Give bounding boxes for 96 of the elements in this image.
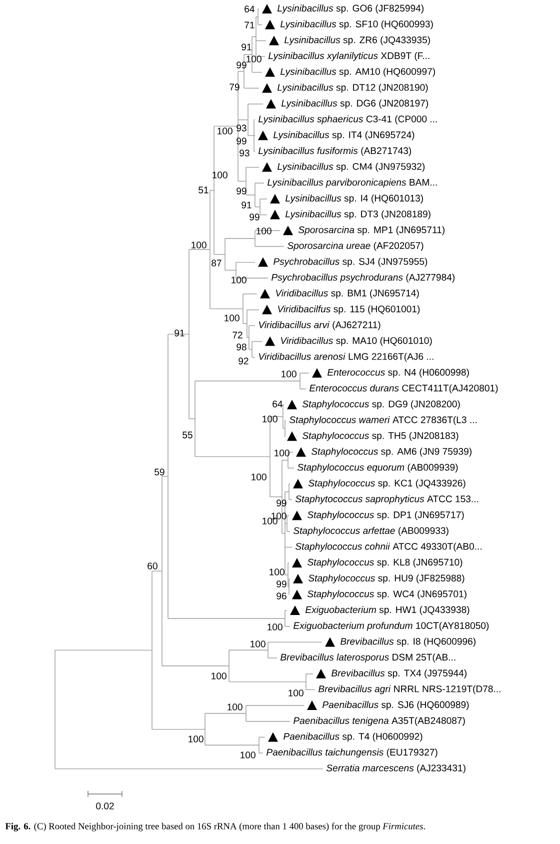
bootstrap-value: 51 xyxy=(198,186,208,194)
taxon-label: Staphylococcus arfettae (AB009933) xyxy=(293,526,448,536)
taxon-label: Paenibacillus tenigena A35T(AB248087) xyxy=(294,716,465,726)
bootstrap-value: 100 xyxy=(268,624,282,630)
taxon-label: Viridibacillus arenosi LMG 22166T(AJ6 ... xyxy=(259,352,434,362)
taxon-label: Staphytococcus saprophyticus ATCC 153... xyxy=(295,495,478,504)
taxon-label: Psychrobacillus psychrodurans (AJ277984) xyxy=(272,274,455,283)
taxon-label: Staphylococcus sp. KL8 (JN695710) xyxy=(307,558,462,568)
taxon-label: Lysinibacillus fusiformis (AB271743) xyxy=(258,147,412,156)
bootstrap-value: 96 xyxy=(276,592,286,600)
taxon-label: Lysinibacillus sp. DT12 (JN208190) xyxy=(278,84,428,93)
bootstrap-value: 59 xyxy=(154,468,164,476)
bootstrap-value: 91 xyxy=(174,330,184,336)
taxon-label: Lysinibacillus sp. AM10 (HQ600997) xyxy=(280,68,435,77)
bootstrap-value: 93 xyxy=(236,124,246,132)
bootstrap-value: 100 xyxy=(228,704,242,710)
taxon-label: Lysinibacillus sp. DT3 (JN208189) xyxy=(286,210,430,220)
taxon-label: Paenibacillus sp. T4 (H0600992) xyxy=(284,732,422,742)
taxon-label: Viridibacillus sp. BM1 (JN695714) xyxy=(276,289,419,298)
bootstrap-value: 100 xyxy=(272,512,286,520)
taxon-label: Lysinibacillus sp. IT4 (JN695724) xyxy=(274,131,414,140)
bootstrap-value: 100 xyxy=(288,690,304,696)
bootstrap-value: 100 xyxy=(262,518,278,524)
taxon-label: Staphylococcus sp. DG9 (JN208200) xyxy=(302,400,460,410)
taxon-label: Staphylococcus sp. TH5 (JN208183) xyxy=(302,432,458,441)
taxon-label: Staphylococcus sp. WC4 (JN695701) xyxy=(307,590,466,600)
bootstrap-value: 100 xyxy=(262,416,278,422)
taxon-label: Staphylococcus sp. HU9 (JF825988) xyxy=(308,574,464,584)
taxon-label: Lysinibacillus sp. I4 (HQ601013) xyxy=(286,194,423,204)
bootstrap-value: 99 xyxy=(250,214,260,220)
bootstrap-value: 100 xyxy=(246,56,262,62)
taxon-label: Staphylococcus equorum (AB009939) xyxy=(297,464,458,473)
bootstrap-value: 100 xyxy=(192,242,206,248)
taxon-label: Psychrobacillus sp. SJ4 (JN975955) xyxy=(274,258,428,267)
bootstrap-value: 91 xyxy=(242,44,252,50)
bootstrap-value: 99 xyxy=(236,62,246,68)
bootstrap-value: 72 xyxy=(232,332,242,338)
scale-label: 0.02 xyxy=(96,802,114,810)
figure-caption: Fig. 6. (C) Rooted Neighbor-joining tree based on 16S rRNA (more than 1 400 bases) for the group Firmicutes. xyxy=(5,822,425,832)
taxon-label: Staphylococcus wameri ATCC 27836T(L3 ... xyxy=(289,416,477,426)
taxon-label: Viridibacilfus sp. 115 (HQ601001) xyxy=(278,305,420,314)
taxon-label: Paenibacillus sp. SJ6 (HQ600989) xyxy=(322,701,469,710)
taxon-label: Sporosarcina ureae (AF202057) xyxy=(287,242,424,251)
taxon-label: Lysinibacillus sp. CM4 (JN975932) xyxy=(278,162,425,172)
bootstrap-value: 99 xyxy=(236,138,246,144)
bootstrap-value: 100 xyxy=(274,450,290,456)
taxon-label: Enterococcus sp. N4 (H0600998) xyxy=(328,368,469,378)
bootstrap-value: 60 xyxy=(148,562,158,570)
taxon-label: Lysinibacillus xylanilyticus XDB9T (F... xyxy=(268,52,430,61)
bootstrap-value: 55 xyxy=(182,432,192,438)
taxon-label: Enterococcus durans CECT411T(AJ420801) xyxy=(310,384,498,394)
bootstrap-value: 71 xyxy=(244,22,254,28)
bootstrap-value: 100 xyxy=(212,672,226,680)
bootstrap-value: 64 xyxy=(272,400,282,408)
taxon-label: Brevibacillus laterosporus DSM 25T(AB... xyxy=(280,654,456,662)
taxon-label: Sporosarcina sp. MP1 (JN695711) xyxy=(298,226,444,236)
bootstrap-value: 100 xyxy=(232,276,246,284)
bootstrap-value: 92 xyxy=(238,358,248,364)
bootstrap-value: 100 xyxy=(212,172,228,178)
bootstrap-value: 64 xyxy=(244,6,254,12)
taxon-label: Viridibacillus sp. MA10 (HQ601010) xyxy=(281,336,432,346)
taxon-label: Lysinibacillus sp. DG6 (JN208197) xyxy=(282,100,428,108)
bootstrap-value: 100 xyxy=(250,640,266,648)
bootstrap-value: 98 xyxy=(236,344,246,350)
taxon-label: Lysinibacillus sp. ZR6 (JQ433935) xyxy=(284,36,430,46)
taxon-label: Exiguobacterium profundum 10CT(AY818050) xyxy=(294,622,489,631)
bootstrap-value: 100 xyxy=(218,128,232,134)
taxon-label: Staphylococcus sp. DP1 (JN695717) xyxy=(307,511,464,520)
taxon-label: Staphylococcus sp. KC1 (JQ433926) xyxy=(308,479,466,488)
taxon-label: Paenibacillus taichungensis (EU179327) xyxy=(266,748,438,758)
bootstrap-value: 91 xyxy=(242,202,252,208)
taxon-label: Exiguobacterium sp. HW1 (JQ433938) xyxy=(306,606,470,615)
bootstrap-value: 100 xyxy=(188,736,204,742)
taxon-label: Lysinibacillus sp. GO6 (JF825994) xyxy=(278,4,424,14)
bootstrap-value: 100 xyxy=(240,752,256,758)
bootstrap-value: 100 xyxy=(224,314,240,322)
bootstrap-value: 93 xyxy=(240,150,250,156)
taxon-label: Brevibacillus sp. I8 (HQ600996) xyxy=(340,638,476,647)
bootstrap-value: 99 xyxy=(276,500,286,506)
taxon-label: Viridibacillus arvi (AJ627211) xyxy=(259,321,380,330)
bootstrap-value: 100 xyxy=(270,568,284,576)
taxon-label: Staphylococcus cohnii ATCC 49330T(AB0... xyxy=(295,542,482,552)
taxon-label: Staphylococcus sp. AM6 (JN9 75939) xyxy=(311,448,472,457)
taxon-label: Lysinibacillus sphaericus C3-41 (CP000 ... xyxy=(258,115,437,124)
bootstrap-value: 79 xyxy=(230,84,240,90)
bootstrap-value: 100 xyxy=(282,370,296,378)
bootstrap-value: 100 xyxy=(256,228,272,234)
bootstrap-value: 99 xyxy=(236,188,246,194)
bootstrap-value: 100 xyxy=(252,474,266,480)
taxon-label: Brevibacillus agri NRRL NRS-1219T(D78... xyxy=(318,685,500,694)
bootstrap-value: 99 xyxy=(276,580,286,588)
taxon-label: Lysinibacillus sp. SF10 (HQ600993) xyxy=(280,20,433,30)
taxon-label: Serratia marcescens (AJ233431) xyxy=(326,764,466,774)
taxon-label: Lysinibacillus parviboronicapiens BAM... xyxy=(268,178,437,188)
taxon-label: Brevibacillus sp. TX4 (J975944) xyxy=(332,669,466,678)
bootstrap-value: 87 xyxy=(212,260,222,266)
